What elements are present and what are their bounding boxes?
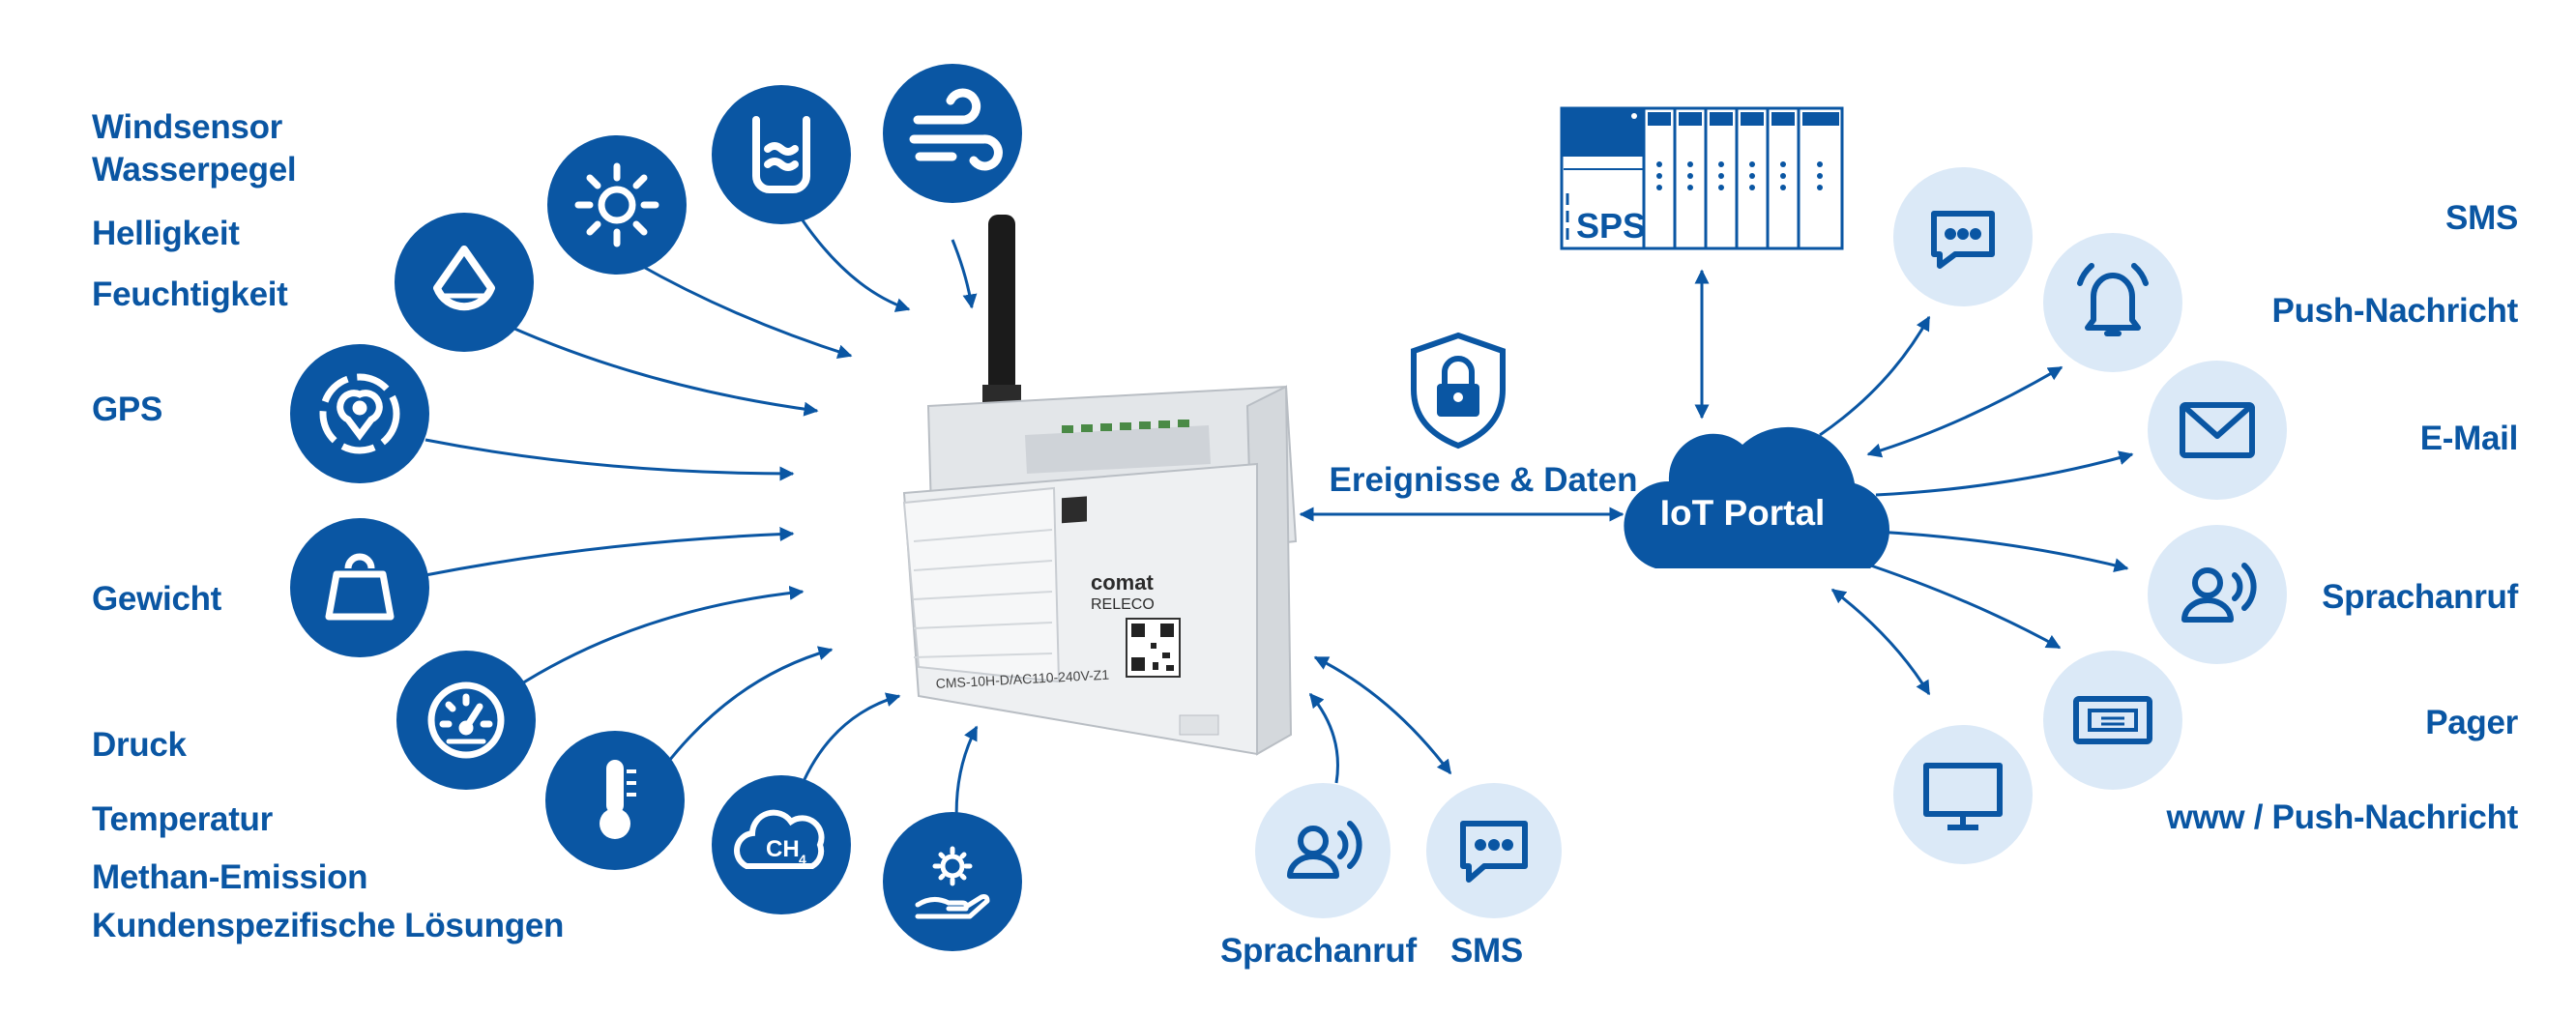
sensor-circle-gps xyxy=(290,344,429,483)
label-gps: GPS xyxy=(92,391,163,428)
label-bottom-sprachanruf: Sprachanruf xyxy=(1220,932,1417,970)
water-level-icon xyxy=(752,116,810,193)
weight-icon xyxy=(325,553,395,621)
output-circle-pager xyxy=(2043,651,2182,790)
lock-shield-icon xyxy=(1411,332,1506,450)
label-methan-emission: Methan-Emission xyxy=(92,858,368,896)
label-helligkeit: Helligkeit xyxy=(92,215,240,252)
output-circle-push xyxy=(2043,233,2182,372)
sensor-circle-humidity xyxy=(395,213,534,352)
cloud-label: IoT Portal xyxy=(1660,493,1826,533)
brightness-icon xyxy=(574,162,659,247)
humidity-icon xyxy=(433,246,495,311)
iot-portal-cloud: IoT Portal xyxy=(1624,426,1889,568)
plc-label: SPS xyxy=(1576,206,1646,246)
pressure-gauge-icon xyxy=(427,682,505,759)
sms-chat-icon xyxy=(1460,821,1528,883)
plc-rack: SPS xyxy=(1560,106,1844,250)
methane-cloud-icon: CH 4 xyxy=(734,809,825,869)
label-bottom-sms: SMS xyxy=(1450,932,1523,970)
sensor-circle-wind xyxy=(883,64,1022,203)
gsm-device: comat RELECO CMS-10H-D/AC110-240V-Z1 xyxy=(902,215,1298,756)
label-gewicht: Gewicht xyxy=(92,580,222,618)
label-feuchtigkeit: Feuchtigkeit xyxy=(92,276,288,313)
antenna xyxy=(988,215,1015,393)
bottom-connectors xyxy=(1308,655,1452,784)
label-temperatur: Temperatur xyxy=(92,800,273,838)
sensor-circle-brightness xyxy=(547,135,687,275)
label-right-sprachanruf: Sprachanruf xyxy=(2322,578,2518,616)
sensor-circle-weight xyxy=(290,518,429,657)
label-right-push-nachricht: Push-Nachricht xyxy=(2271,292,2519,330)
label-right-email: E-Mail xyxy=(2419,420,2519,457)
sensor-circle-pressure xyxy=(396,651,536,790)
sensor-circle-custom xyxy=(883,812,1022,951)
device-brand: comat xyxy=(1091,570,1154,594)
sensor-circle-water-level xyxy=(712,85,851,224)
monitor-icon xyxy=(1923,763,2003,830)
bottom-sms-circle xyxy=(1426,783,1562,918)
methane-formula-sub: 4 xyxy=(799,852,806,867)
label-wasserpegel: Wasserpegel xyxy=(92,151,297,188)
device-brand-sub: RELECO xyxy=(1091,596,1155,613)
bell-icon xyxy=(2077,263,2149,336)
voice-call-icon xyxy=(1287,821,1362,879)
methane-formula: CH xyxy=(766,836,800,862)
custom-solution-icon xyxy=(915,846,990,919)
qr-code xyxy=(1126,618,1181,678)
bottom-voice-circle xyxy=(1255,783,1390,918)
center-link-label: Ereignisse & Daten xyxy=(1330,461,1638,499)
output-circle-voice xyxy=(2148,525,2287,664)
output-circle-email xyxy=(2148,361,2287,500)
lock-shield xyxy=(1411,332,1506,450)
label-right-sms: SMS xyxy=(2445,199,2518,237)
sms-chat-icon xyxy=(1931,211,1995,269)
sensor-circle-methane: CH 4 xyxy=(712,775,851,914)
pager-icon xyxy=(2073,696,2152,744)
output-connectors xyxy=(1819,315,2134,696)
email-icon xyxy=(2180,402,2255,458)
output-circle-www xyxy=(1893,725,2033,864)
thermometer-icon xyxy=(600,760,636,839)
label-right-www-push: www / Push-Nachricht xyxy=(2166,798,2519,836)
sensor-connectors xyxy=(424,219,979,832)
label-right-pager: Pager xyxy=(2425,704,2518,741)
label-kundenspezifische-loesungen: Kundenspezifische Lösungen xyxy=(92,907,565,944)
wind-icon xyxy=(909,88,1003,171)
label-druck: Druck xyxy=(92,726,187,764)
gps-icon xyxy=(319,373,400,454)
label-windsensor: Windsensor xyxy=(92,108,282,146)
output-circle-sms xyxy=(1893,167,2033,306)
sensor-circle-temperature xyxy=(545,731,685,870)
